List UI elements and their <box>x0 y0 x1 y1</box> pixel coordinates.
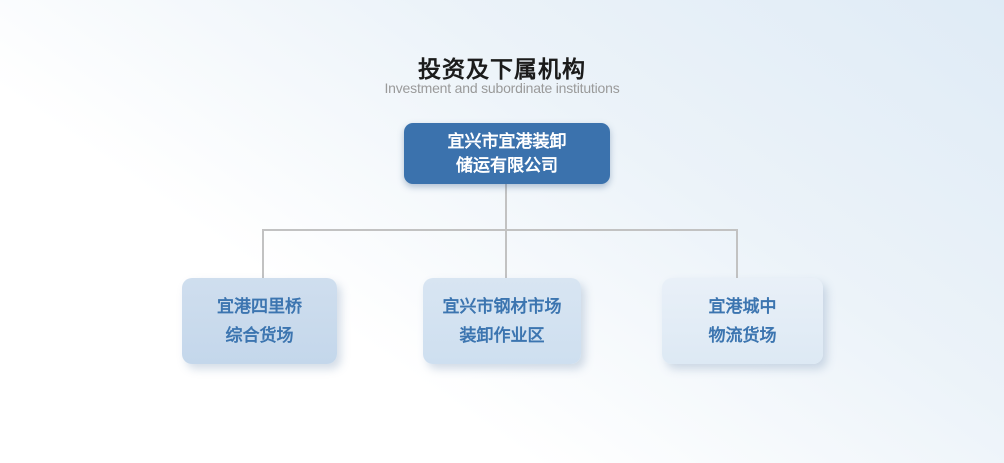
org-child-3-label-line2: 物流货场 <box>708 326 777 345</box>
org-child-1-label-line1: 宜港四里桥 <box>217 297 302 316</box>
org-child-node-3: 宜港城中 物流货场 <box>662 278 823 364</box>
org-child-3-label-line1: 宜港城中 <box>708 297 777 316</box>
connector-drop-child-3 <box>736 229 738 278</box>
connector-drop-child-2 <box>505 229 507 278</box>
connector-drop-child-1 <box>262 229 264 278</box>
connector-crossbar <box>262 229 738 231</box>
org-child-2-label-line1: 宜兴市钢材市场 <box>442 297 562 316</box>
page-title: 投资及下属机构 <box>418 56 586 82</box>
org-child-2-label-line2: 装卸作业区 <box>459 326 545 345</box>
org-child-node-2: 宜兴市钢材市场 装卸作业区 <box>423 278 581 364</box>
org-root-label-line2: 储运有限公司 <box>456 155 558 175</box>
org-child-1-label-line2: 综合货场 <box>225 326 294 345</box>
page-subtitle: Investment and subordinate institutions <box>384 80 620 96</box>
org-root-label-line1: 宜兴市宜港装卸 <box>447 131 567 151</box>
connector-root-stem <box>505 184 507 230</box>
org-child-node-1: 宜港四里桥 综合货场 <box>182 278 337 364</box>
org-root-node: 宜兴市宜港装卸 储运有限公司 <box>404 123 610 184</box>
